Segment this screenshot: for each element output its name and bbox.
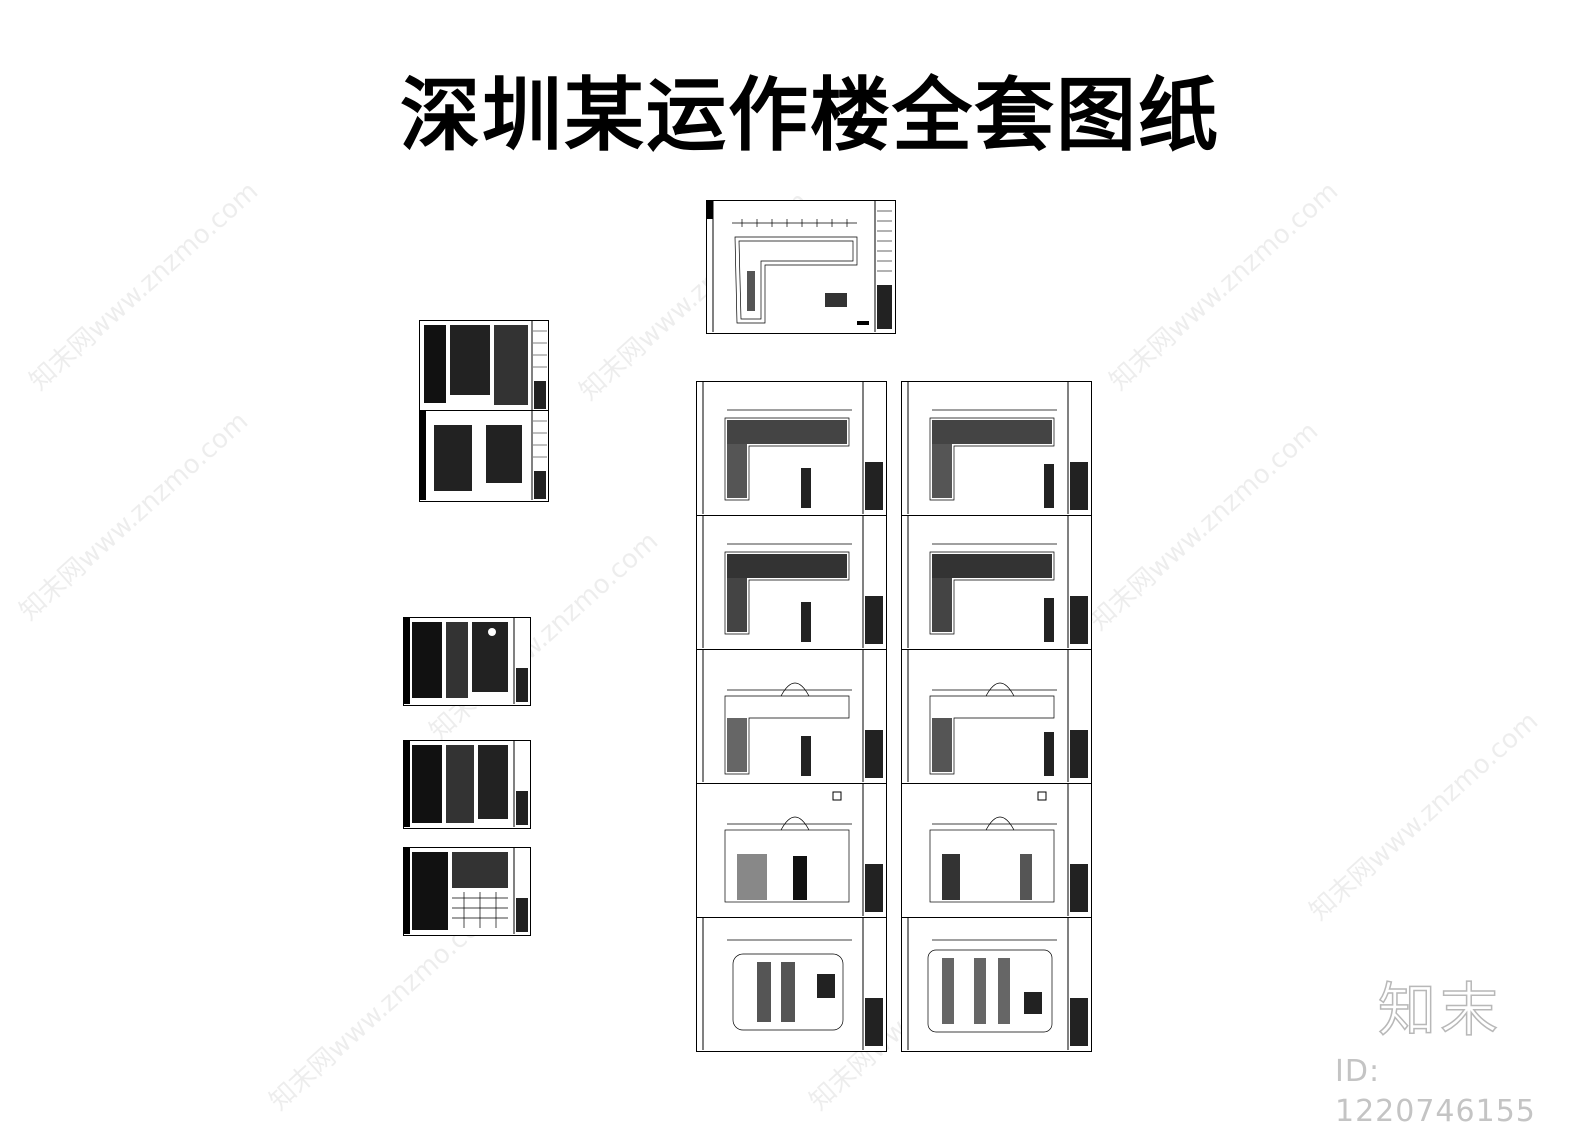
drawing-sheet-plan-left-1[interactable] (696, 381, 887, 516)
drawing-sheet-schedule-3[interactable] (403, 847, 531, 936)
drawing-sheet-plan-right-4[interactable] (901, 783, 1092, 918)
drawing-sheet-spec-lower[interactable] (419, 410, 549, 502)
watermark: 知末网www.znzmo.com (1304, 706, 1545, 927)
drawing-sheet-plan-right-3[interactable] (901, 649, 1092, 784)
drawing-sheet-plan-right-5[interactable] (901, 917, 1092, 1052)
image-id: ID: 1220746155 (1335, 1054, 1536, 1129)
drawing-sheet-plan-left-2[interactable] (696, 515, 887, 650)
drawing-sheet-site-plan[interactable] (706, 200, 896, 334)
drawing-sheet-spec-upper[interactable] (419, 320, 549, 412)
drawing-sheet-plan-right-2[interactable] (901, 515, 1092, 650)
watermark: 知末网www.znzmo.com (14, 406, 255, 627)
watermark: 知末网www.znzmo.com (24, 176, 265, 397)
watermark: 知末网www.znzmo.com (1084, 416, 1325, 637)
brand-logo: 知末 (1377, 975, 1503, 1045)
drawing-sheet-plan-left-5[interactable] (696, 917, 887, 1052)
drawing-sheet-schedule-1[interactable] (403, 617, 531, 706)
drawing-sheet-plan-left-4[interactable] (696, 783, 887, 918)
watermark: 知末网www.znzmo.com (1104, 176, 1345, 397)
page-title: 深圳某运作楼全套图纸 (400, 69, 1220, 162)
drawing-sheet-plan-right-1[interactable] (901, 381, 1092, 516)
drawing-sheet-schedule-2[interactable] (403, 740, 531, 829)
drawing-sheet-plan-left-3[interactable] (696, 649, 887, 784)
